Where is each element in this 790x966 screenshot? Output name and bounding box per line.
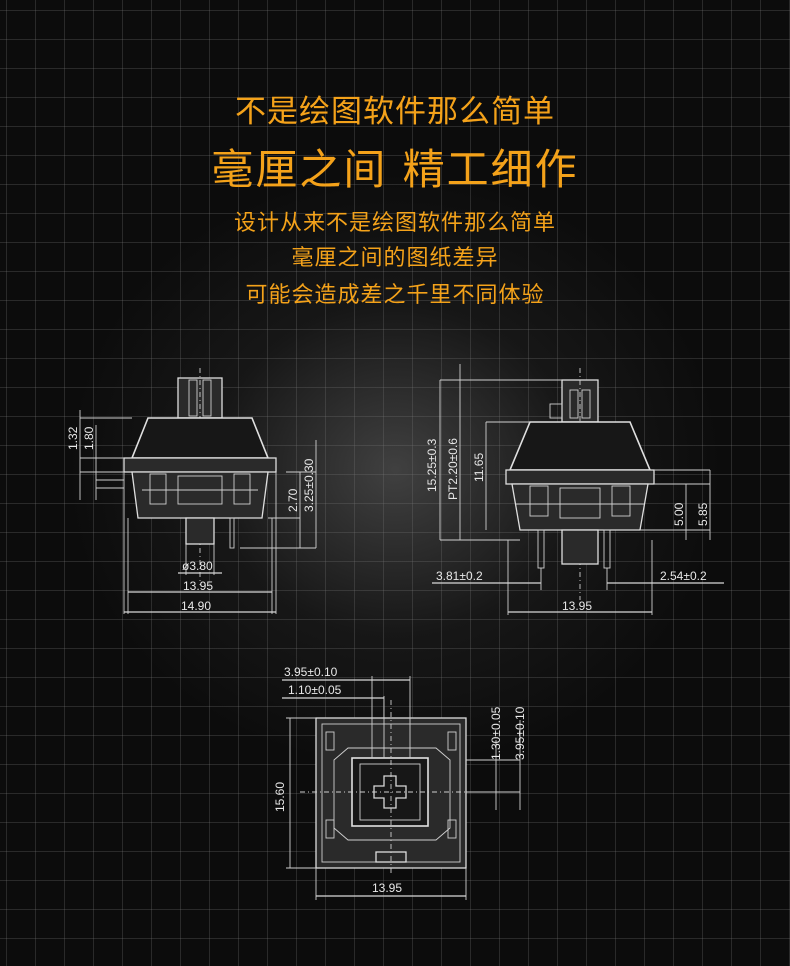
top-dim-1-10: 1.10±0.05 xyxy=(288,683,342,697)
side-view-drawing xyxy=(79,368,317,614)
subtitle-line-2: 毫厘之间的图纸差异 xyxy=(291,246,499,271)
subtitle-line-1: 设计从来不是绘图软件那么简单 xyxy=(233,211,556,236)
top-dim-13-95: 13.95 xyxy=(372,881,402,895)
top-dim-3-95b: 3.95±0.10 xyxy=(513,706,527,760)
front-dim-15-25: 15.25±0.3 xyxy=(425,438,439,492)
front-dim-13-95: 13.95 xyxy=(562,599,592,613)
front-dim-11-65: 11.65 xyxy=(472,453,486,482)
front-dim-3-81: 3.81±0.2 xyxy=(436,569,483,583)
side-dim-13-95: 13.95 xyxy=(183,579,213,593)
front-dim-5-85: 5.85 xyxy=(696,502,710,526)
top-dim-1-30: 1.30±0.05 xyxy=(489,706,503,760)
headline-line-2: 毫厘之间 精工细作 xyxy=(211,145,579,194)
side-dim-3-25: 3.25±0.30 xyxy=(302,458,316,512)
top-dim-3-95a: 3.95±0.10 xyxy=(284,665,338,679)
front-dim-pt: PT2.20±0.6 xyxy=(446,438,460,500)
subtitle-line-3: 可能会造成差之千里不同体验 xyxy=(245,283,545,308)
side-dim-2-70: 2.70 xyxy=(286,488,300,512)
top-view-drawing xyxy=(282,676,521,900)
front-dim-2-54: 2.54±0.2 xyxy=(660,569,707,583)
side-dim-14-90: 14.90 xyxy=(181,599,211,613)
front-dim-5-00: 5.00 xyxy=(672,502,686,526)
front-view-drawing xyxy=(432,364,724,615)
side-dim-1-80: 1.80 xyxy=(82,426,96,450)
top-dim-15-60: 15.60 xyxy=(273,782,287,812)
side-dim-1-32: 1.32 xyxy=(66,426,80,450)
headline-line-1: 不是绘图软件那么简单 xyxy=(235,94,555,130)
side-dim-diameter: ø3.80 xyxy=(182,559,213,573)
